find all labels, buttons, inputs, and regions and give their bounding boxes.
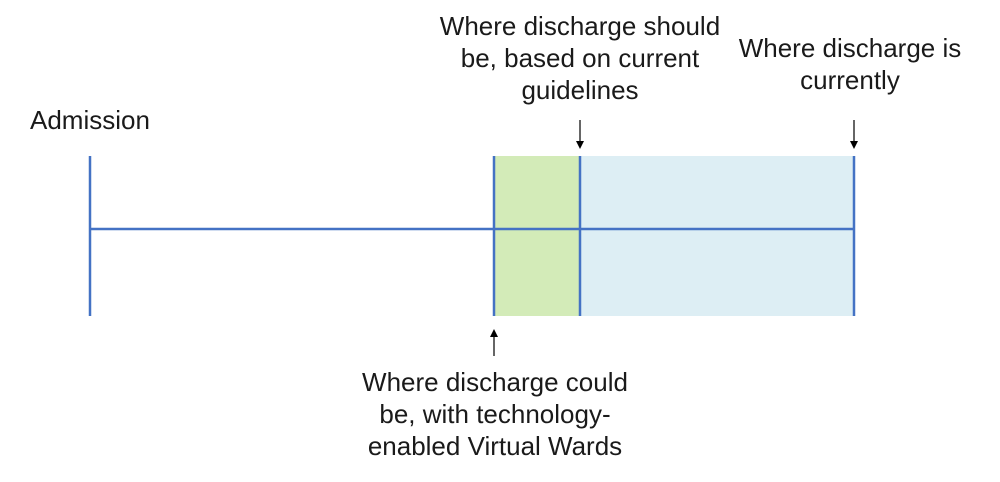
currently-line-1: Where discharge is — [738, 33, 962, 63]
should-be-label: Where discharge should be, based on curr… — [420, 10, 740, 106]
could-be-arrow — [490, 329, 498, 356]
admission-label: Admission — [30, 104, 150, 136]
currently-line-2: currently — [800, 65, 900, 95]
current-excess-band — [580, 156, 854, 316]
should-be-arrow — [576, 120, 584, 149]
admission-label-text: Admission — [30, 105, 150, 135]
currently-arrow — [850, 120, 858, 149]
could-be-line-3: enabled Virtual Wards — [367, 431, 623, 461]
should-be-line-2: be, based on current — [460, 43, 700, 73]
virtual-wards-band — [494, 156, 580, 316]
could-be-line-2: be, with technology- — [379, 399, 611, 429]
could-be-line-1: Where discharge could — [362, 367, 628, 397]
should-be-line-1: Where discharge should — [439, 11, 721, 41]
could-be-label: Where discharge could be, with technolog… — [340, 366, 650, 462]
currently-label: Where discharge is currently — [720, 32, 980, 96]
should-be-line-3: guidelines — [521, 75, 639, 105]
